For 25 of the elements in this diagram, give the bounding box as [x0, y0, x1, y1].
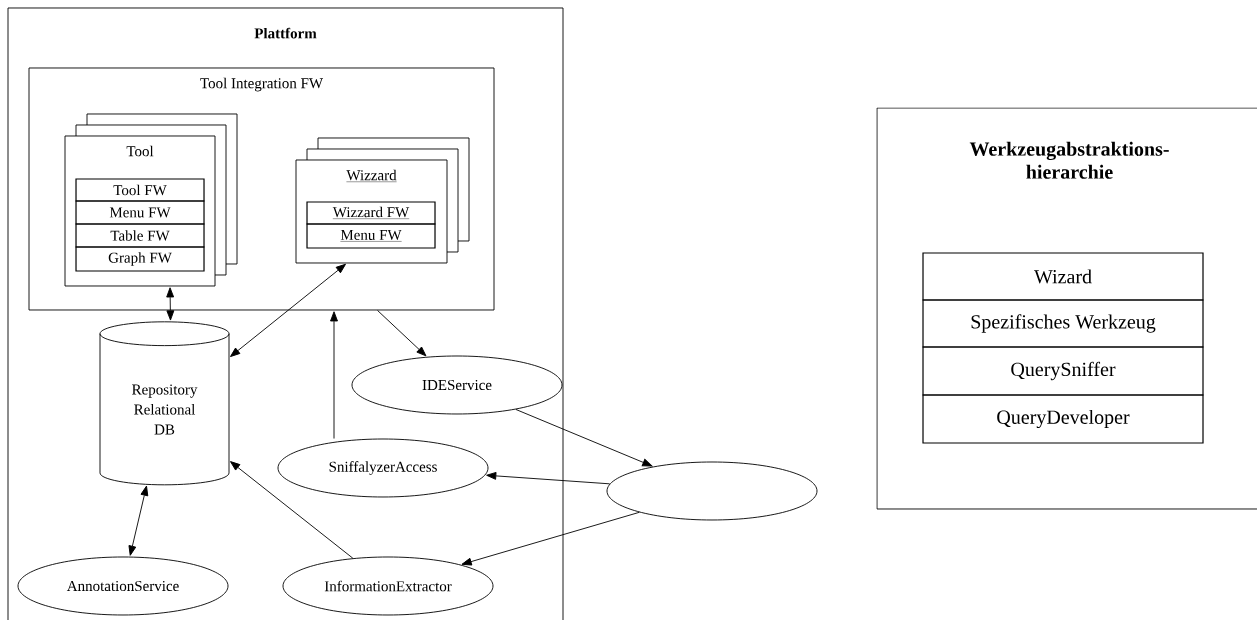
ellipse-node: SniffalyzerAccess	[277, 438, 489, 498]
table-row: QuerySniffer	[922, 346, 1204, 396]
table-row: Graph FW	[75, 246, 205, 272]
arrow	[330, 311, 338, 439]
table-row: Wizard	[922, 252, 1204, 301]
ellipse-node	[606, 461, 818, 521]
ellipse-node: IDEService	[351, 355, 563, 415]
table-row: Spezifisches Werkzeug	[922, 299, 1204, 348]
table-row: Menu FW	[75, 200, 205, 225]
arrow	[230, 461, 354, 559]
arrow	[515, 409, 653, 467]
table-row: Menu FW	[306, 223, 436, 249]
ellipse-node: AnnotationService	[17, 556, 229, 616]
arrow	[486, 471, 611, 485]
table-row: Tool FW	[75, 178, 205, 202]
arrow	[230, 263, 346, 357]
arrow	[377, 310, 427, 357]
arrow	[461, 511, 640, 566]
table-row: QueryDeveloper	[922, 394, 1204, 444]
database-cylinder: Repository Relational DB	[99, 321, 230, 486]
arrow	[166, 287, 175, 321]
arrow	[128, 485, 149, 556]
table-row: Wizzard FW	[306, 201, 436, 225]
ellipse-node: InformationExtractor	[282, 556, 494, 616]
table-row: Table FW	[75, 223, 205, 248]
